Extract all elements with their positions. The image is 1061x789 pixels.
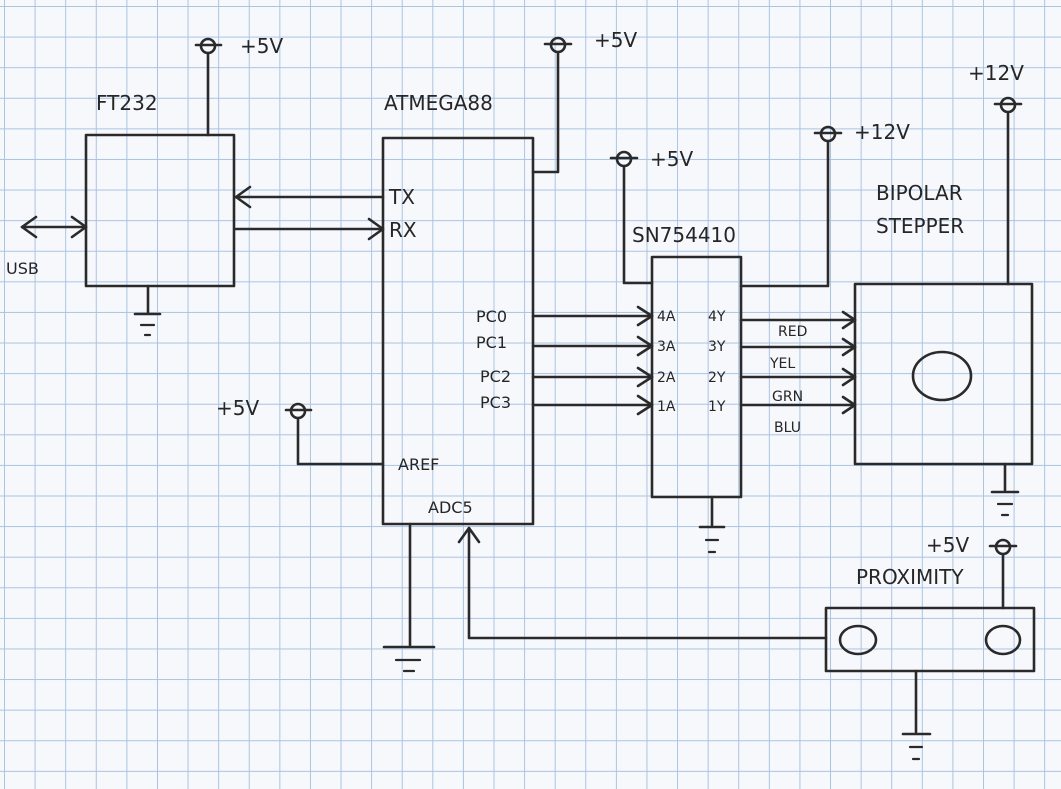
aref-supply-label: +5V xyxy=(216,396,259,420)
adc-signal-wire xyxy=(467,526,828,640)
proximity-box xyxy=(824,606,1036,673)
atmega-supply-label: +5V xyxy=(594,28,637,52)
pin-3y-label: 3Y xyxy=(708,339,726,355)
pin-3a-label: 3A xyxy=(657,339,676,355)
pc2-pin-label: PC2 xyxy=(480,367,511,386)
stepper-box xyxy=(853,282,1034,466)
proximity-receiver xyxy=(984,624,1022,656)
usb-arrow xyxy=(20,215,88,239)
pin-2a-label: 2A xyxy=(657,370,676,386)
grn-wire-label: GRN xyxy=(772,389,803,405)
proximity-supply-label: +5V xyxy=(926,533,969,557)
stepper-label-line2: STEPPER xyxy=(876,214,964,238)
serial-lines xyxy=(234,185,385,241)
tx-pin-label: TX xyxy=(388,185,415,209)
stepper-ground-icon xyxy=(990,462,1020,517)
stepper-label-line1: BIPOLAR xyxy=(876,181,963,205)
pc3-pin-label: PC3 xyxy=(480,393,511,412)
ft232-ground-icon xyxy=(133,284,162,337)
blu-wire-label: BLU xyxy=(774,420,801,436)
proximity-ground-icon xyxy=(901,669,932,761)
pin-2y-label: 2Y xyxy=(708,370,726,386)
pc0-pin-label: PC0 xyxy=(476,307,507,326)
atmega-label: ATMEGA88 xyxy=(384,91,493,115)
coil-lines: RED YEL GRN BLU xyxy=(739,310,857,436)
usb-label: USB xyxy=(6,259,39,278)
stepper-supply-label: +12V xyxy=(968,61,1024,85)
ft232-block: FT232 +5V USB xyxy=(6,34,283,337)
aref-wire xyxy=(296,416,385,466)
rx-pin-label: RX xyxy=(389,218,417,242)
ft232-label: FT232 xyxy=(96,91,158,115)
ft232-box xyxy=(84,133,236,288)
atmega-supply-wire xyxy=(531,50,560,174)
red-wire-label: RED xyxy=(778,324,807,340)
driver-motor-supply-label: +12V xyxy=(854,120,910,144)
driver-block: SN754410 +5V +12V 4A 3A 2A 1A 4Y 3Y 2Y 1… xyxy=(609,120,910,554)
driver-logic-supply-wire xyxy=(622,164,654,285)
atmega-block: ATMEGA88 +5V TX RX PC0 PC1 PC2 PC3 AREF … xyxy=(216,28,637,673)
aref-pin-label: AREF xyxy=(398,455,439,474)
pin-4y-label: 4Y xyxy=(708,309,726,325)
proximity-emitter xyxy=(838,624,878,656)
ft232-supply-label: +5V xyxy=(240,34,283,58)
tx-arrowhead xyxy=(234,185,252,209)
driver-label: SN754410 xyxy=(632,223,736,247)
driver-ground-icon xyxy=(698,495,726,554)
proximity-label: PROXIMITY xyxy=(856,565,964,589)
adc-pin-label: ADC5 xyxy=(428,498,473,517)
atmega-ground-icon xyxy=(382,522,436,673)
atmega-box xyxy=(381,136,535,526)
stepper-shaft xyxy=(911,350,973,402)
pin-1y-label: 1Y xyxy=(708,399,726,415)
driver-logic-supply-label: +5V xyxy=(650,147,693,171)
driver-motor-supply-wire xyxy=(739,139,830,288)
pin-4a-label: 4A xyxy=(657,309,676,325)
stepper-block: BIPOLAR STEPPER +12V xyxy=(853,61,1034,517)
proximity-block: PROXIMITY +5V xyxy=(457,526,1036,761)
control-lines xyxy=(531,305,654,416)
adc-arrowhead xyxy=(457,526,481,544)
pin-1a-label: 1A xyxy=(657,399,676,415)
pc1-pin-label: PC1 xyxy=(476,333,507,352)
yel-wire-label: YEL xyxy=(769,356,795,372)
